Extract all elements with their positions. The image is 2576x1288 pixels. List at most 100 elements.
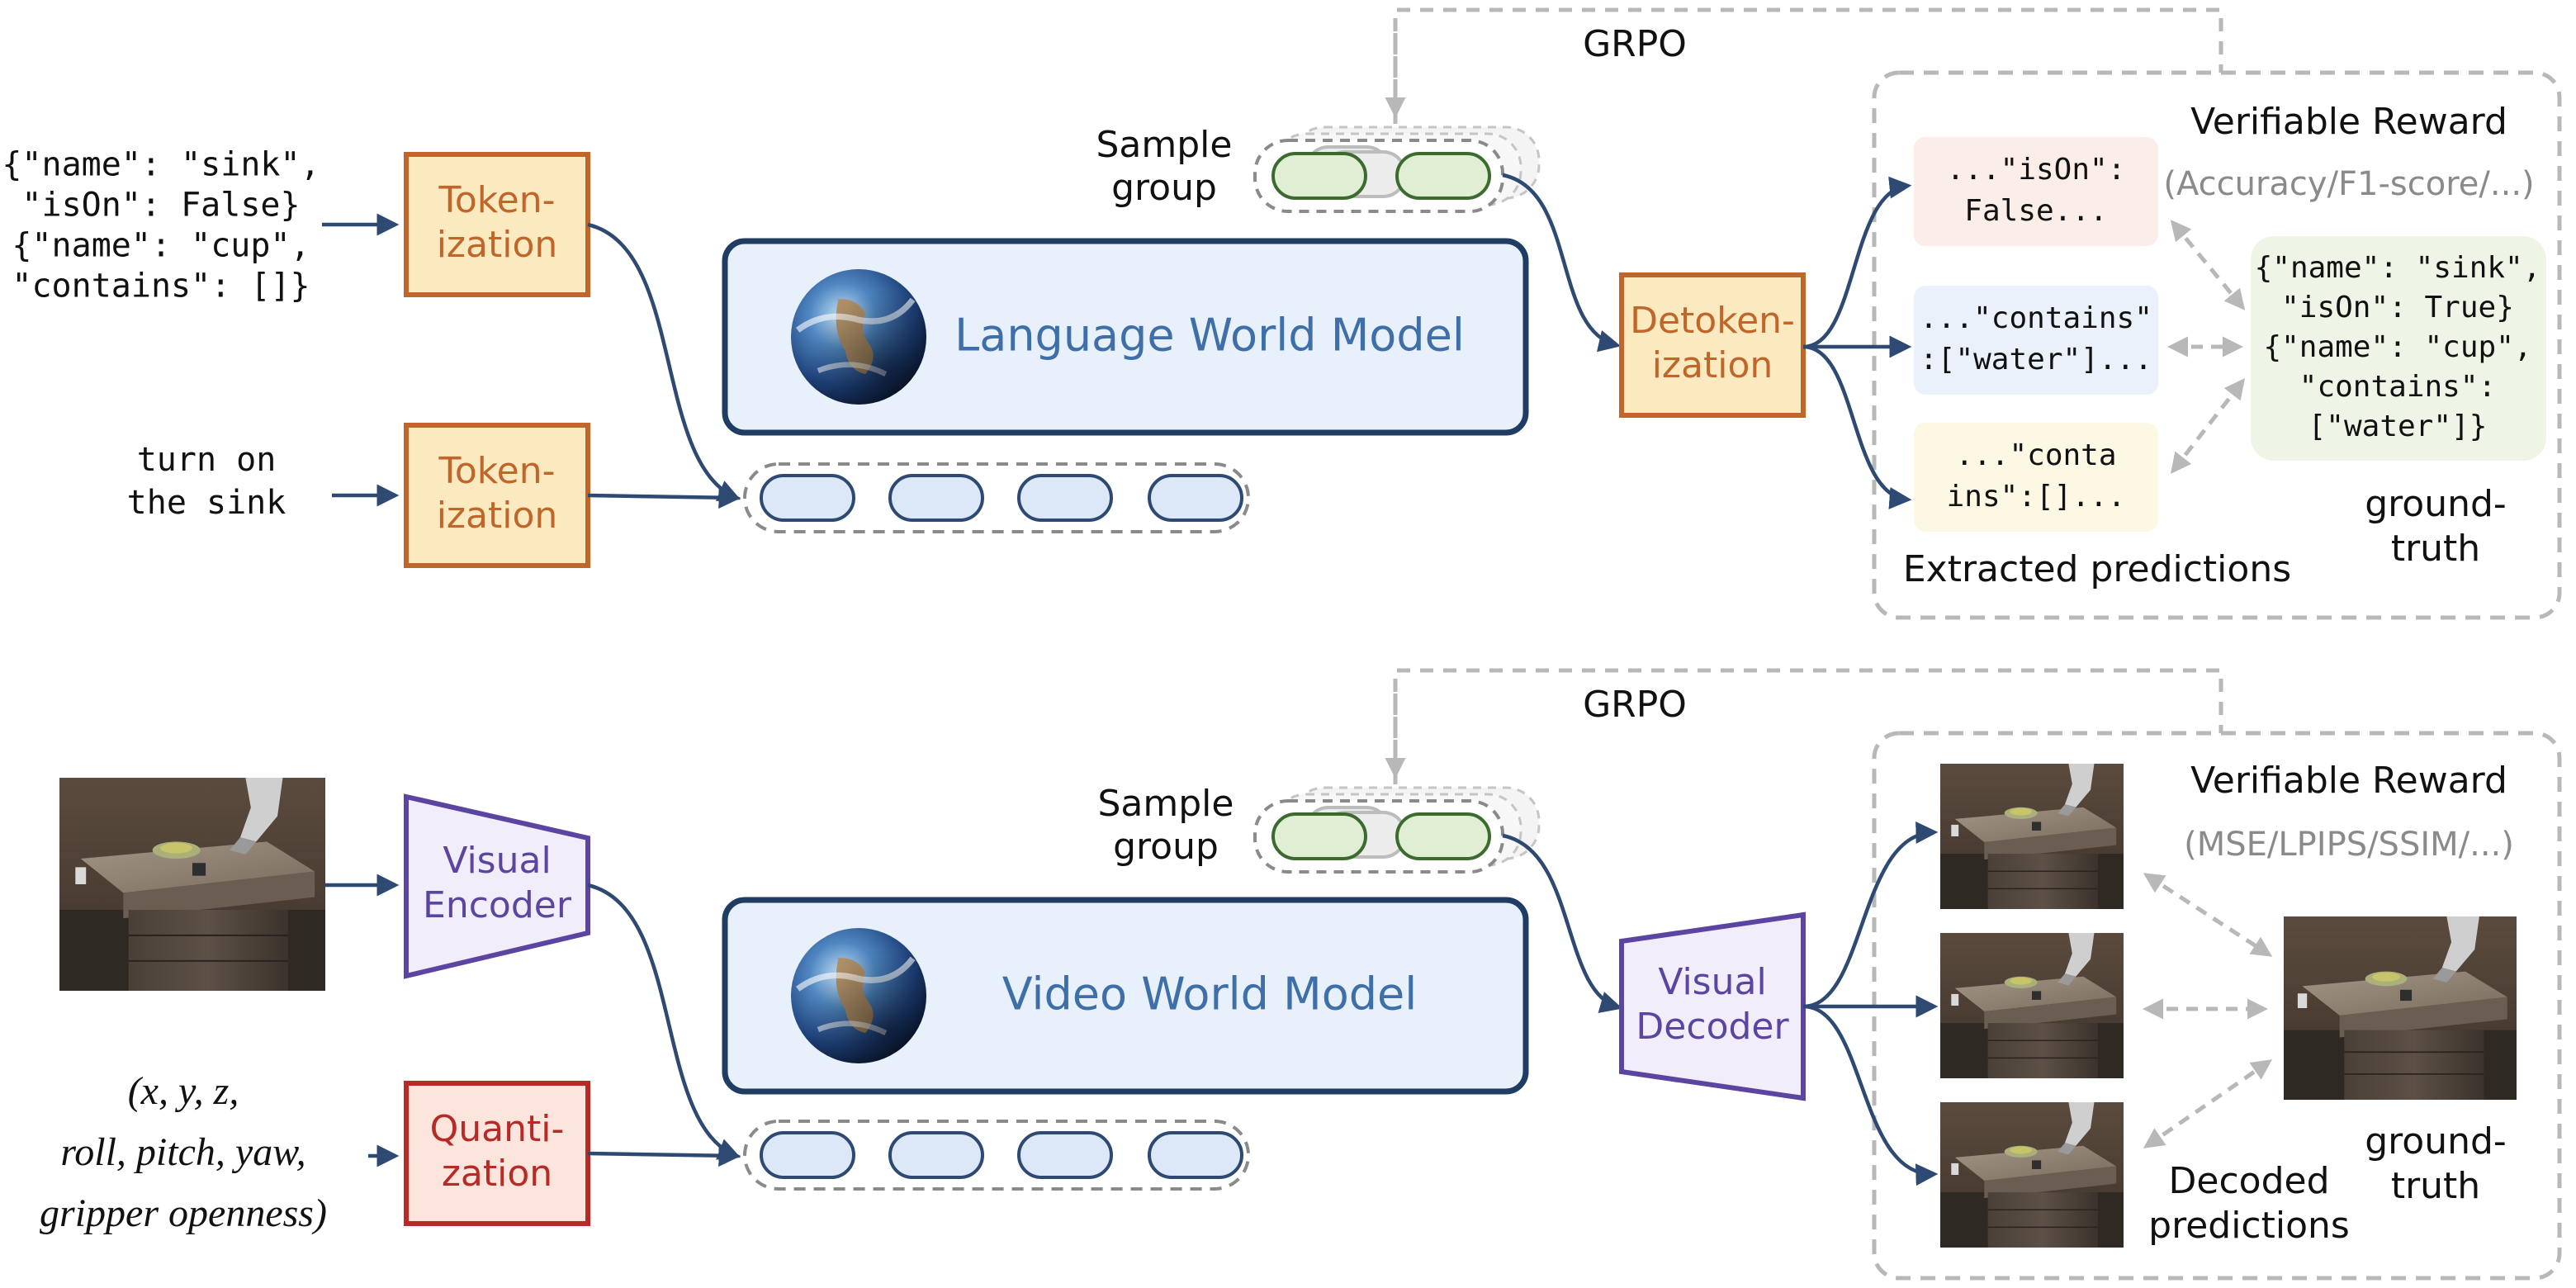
arrow-decoder-to-frame-3 [1802, 1004, 1939, 1186]
bottom-compare-arrow-1 [2143, 873, 2273, 957]
top-grpo-label: GRPO [1583, 23, 1687, 65]
top-grpo-loop-line [1393, 7, 2223, 124]
robot-action-input-text-2: roll, pitch, yaw, [60, 1130, 305, 1174]
visual-encoder-label-2: Encoder [423, 884, 572, 926]
arrow-detok-to-pred-3 [1802, 344, 1912, 509]
bottom-token-sequence-token-3 [1017, 1131, 1113, 1179]
top-ground-truth-label-2: truth [2391, 528, 2480, 570]
bottom-grpo-label: GRPO [1583, 684, 1687, 726]
top-ground-truth-label-1: ground- [2365, 483, 2507, 525]
top-prediction-box-1 [1914, 137, 2158, 246]
decoded-frame-3 [1939, 1101, 2125, 1249]
top-token-sequence-token-4 [1148, 474, 1243, 522]
tokenizer-action-label-1: Token- [438, 450, 555, 492]
visual-decoder-label-1: Visual [1658, 961, 1766, 1003]
state-input-text-4: "contains": []} [12, 268, 310, 305]
visual-decoder-label-2: Decoder [1636, 1006, 1789, 1048]
bottom-token-sequence-outline [743, 1120, 1250, 1191]
arrow-sample-to-decoder [1502, 833, 1623, 1013]
bottom-ground-truth-label-2: truth [2391, 1165, 2480, 1207]
top-ground-truth-text-1: {"name": "sink", [2255, 251, 2541, 285]
input-frame-image [58, 776, 327, 992]
video-world-model-box [722, 897, 1529, 1095]
state-input-text-3: {"name": "cup", [12, 227, 310, 265]
arrow-detok-to-pred-1 [1802, 176, 1912, 349]
quantizer-box [404, 1081, 590, 1226]
robot-action-input-text-3: gripper openness) [40, 1191, 327, 1235]
bottom-token-sequence-token-1 [760, 1131, 855, 1179]
bottom-sample-group-token-1 [1271, 812, 1367, 860]
decoded-frame-2 [1939, 931, 2125, 1080]
top-ground-truth-box [2251, 236, 2546, 461]
bottom-predictions-label-1: Decoded [2169, 1160, 2330, 1202]
top-prediction-3-text-1: ..."conta [1955, 438, 2116, 472]
top-sample-group-token-2 [1395, 152, 1491, 200]
arrow-sample-to-detokenizer [1502, 173, 1622, 353]
detokenizer-label-2: ization [1652, 344, 1773, 386]
arrow-encoder-to-tokens [587, 883, 741, 1160]
top-compare-arrow-3 [2170, 378, 2246, 474]
arrow-decoder-to-frame-1 [1802, 822, 1939, 1009]
top-prediction-2-text-1: ..."contains" [1920, 301, 2152, 335]
visual-encoder-shape [404, 793, 590, 979]
top-sample-group-label-1: Sample [1096, 124, 1233, 166]
decoded-frame-1-content [1939, 762, 2125, 911]
decoded-frame-2-content [1939, 931, 2125, 1080]
top-token-sequence-token-1 [760, 474, 855, 522]
top-prediction-1-text-2: False... [1964, 194, 2107, 228]
robot-action-input-text-1: (x, y, z, [128, 1069, 239, 1113]
bottom-token-sequence-token-4 [1148, 1131, 1243, 1179]
earth-icon-top-shade [791, 269, 926, 405]
top-prediction-box-2 [1914, 286, 2158, 395]
top-prediction-box-3 [1914, 423, 2158, 532]
bottom-reward-metrics: (MSE/LPIPS/SSIM/...) [2184, 826, 2514, 864]
bottom-sample-group-token-2 [1395, 812, 1491, 860]
input-frame-image-content [58, 776, 327, 992]
top-reward-title: Verifiable Reward [2190, 101, 2507, 143]
ground-truth-frame-content [2282, 915, 2518, 1101]
decoded-frame-3-content [1939, 1101, 2125, 1249]
tokenizer-state-label-1: Token- [438, 179, 555, 221]
top-sample-group-label-2: group [1111, 167, 1217, 209]
quantizer-label-1: Quanti- [430, 1108, 565, 1150]
detokenizer-box [1619, 272, 1806, 418]
ground-truth-frame [2282, 915, 2518, 1101]
top-prediction-2-text-2: :["water"]... [1920, 343, 2152, 376]
top-token-sequence-token-3 [1017, 474, 1113, 522]
visual-decoder-shape [1619, 912, 1806, 1101]
bottom-compare-arrow-3 [2143, 1059, 2273, 1148]
state-input-text-2: "isOn": False} [21, 187, 300, 225]
top-token-sequence-token-2 [888, 474, 984, 522]
top-sample-group-token-1 [1271, 152, 1367, 200]
video-world-model-label: Video World Model [1002, 968, 1418, 1020]
visual-encoder-label-1: Visual [443, 840, 551, 882]
top-ground-truth-text-2: "isOn": True} [2281, 291, 2514, 324]
earth-icon-bottom-shade [791, 928, 926, 1063]
language-world-model-label: Language World Model [954, 310, 1465, 362]
top-compare-arrow-1 [2170, 220, 2246, 310]
top-reward-metrics: (Accuracy/F1-score/...) [2163, 165, 2534, 203]
top-ground-truth-text-4: "contains": [2299, 370, 2496, 404]
arrow-tokenizer-state-to-tokens [587, 222, 741, 501]
top-prediction-3-text-2: ins":[]... [1947, 480, 2126, 514]
top-prediction-1-text-1: ..."isOn": [1947, 153, 2126, 187]
bottom-reward-title: Verifiable Reward [2190, 760, 2507, 802]
decoded-frame-1 [1939, 762, 2125, 911]
top-ground-truth-text-3: {"name": "cup", [2263, 330, 2531, 364]
top-ground-truth-text-5: ["water"]} [2308, 410, 2488, 443]
quantizer-label-2: zation [442, 1153, 552, 1195]
top-predictions-label: Extracted predictions [1903, 548, 2291, 590]
tokenizer-state-label-2: ization [437, 224, 558, 266]
top-token-sequence-outline [743, 462, 1250, 533]
detokenizer-label-1: Detoken- [1630, 300, 1795, 342]
state-input-text-1: {"name": "sink", [2, 146, 320, 184]
arrow-quantizer-to-tokens [587, 1144, 741, 1167]
arrow-tokenizer-action-to-tokens [587, 486, 741, 509]
bottom-sample-group-label-1: Sample [1098, 783, 1234, 825]
action-input-text-2: the sink [127, 484, 286, 522]
bottom-predictions-label-2: predictions [2148, 1205, 2350, 1247]
tokenizer-action-label-2: ization [437, 495, 558, 537]
bottom-token-sequence-token-2 [888, 1131, 984, 1179]
